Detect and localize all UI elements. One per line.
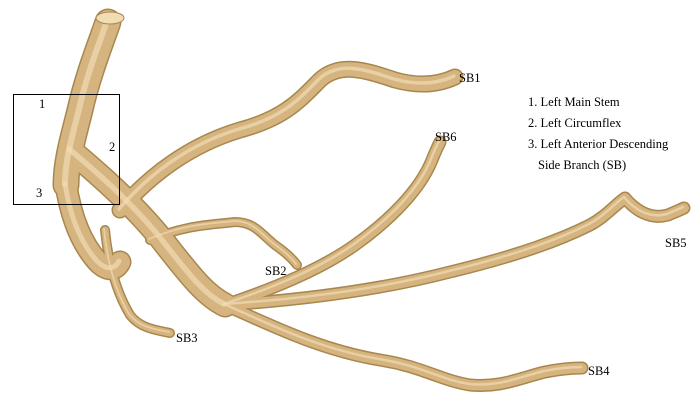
main-stem-opening <box>96 12 124 24</box>
legend-item-left-main-stem: 1. Left Main Stem <box>528 92 668 113</box>
marker-left-main-stem: 1 <box>39 98 45 111</box>
legend-item-left-circumflex: 2. Left Circumflex <box>528 113 668 134</box>
label-sb1: SB1 <box>459 72 481 85</box>
marker-left-anterior-descending: 3 <box>36 187 42 200</box>
marker-left-circumflex: 2 <box>109 141 115 154</box>
label-sb2: SB2 <box>265 265 287 278</box>
legend-item-side-branch: Side Branch (SB) <box>528 155 668 176</box>
vessel-tree <box>65 21 684 386</box>
region-of-interest-box <box>13 94 120 205</box>
label-sb3: SB3 <box>176 332 198 345</box>
branch-sb5-outline <box>225 198 684 305</box>
branch-sb4 <box>225 305 582 386</box>
legend: 1. Left Main Stem 2. Left Circumflex 3. … <box>528 92 668 176</box>
label-sb5: SB5 <box>665 237 687 250</box>
label-sb6: SB6 <box>435 131 457 144</box>
legend-item-left-anterior-descending: 3. Left Anterior Descending <box>528 134 668 155</box>
branch-sb1-outline <box>120 69 455 210</box>
label-sb4: SB4 <box>588 365 610 378</box>
vessel-ends <box>96 12 124 24</box>
